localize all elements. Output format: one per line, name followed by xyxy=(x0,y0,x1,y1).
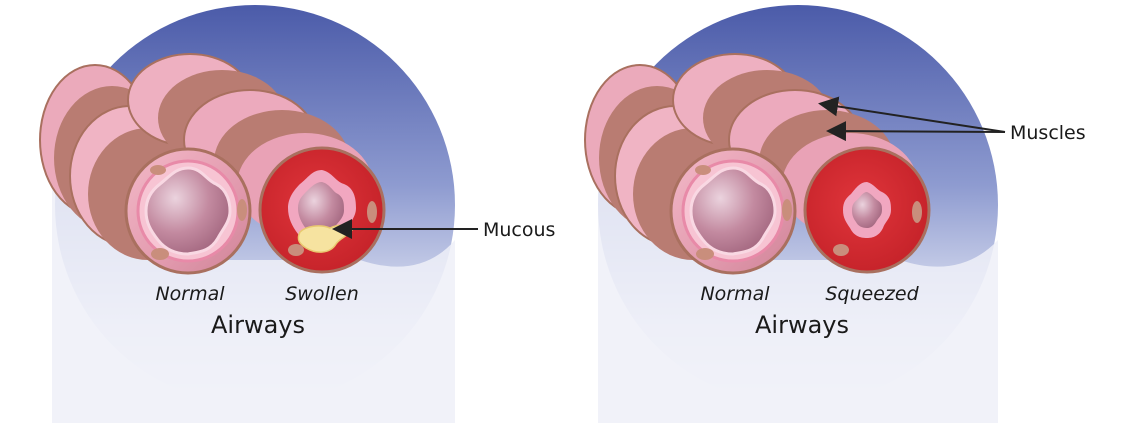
airway-normal-cross-section xyxy=(124,147,252,275)
airway-swollen-cross-section xyxy=(258,146,386,274)
panel-squeezed: Normal Squeezed Airways xyxy=(584,5,998,423)
label-normal: Normal xyxy=(155,283,225,305)
label-normal: Normal xyxy=(700,283,770,305)
callout-muscles: Muscles xyxy=(818,96,1086,144)
label-mucous: Mucous xyxy=(483,219,555,241)
normal-lumen xyxy=(144,166,232,256)
muscles-pointer-upper xyxy=(818,96,1006,133)
label-squeezed: Squeezed xyxy=(825,283,919,305)
label-muscles: Muscles xyxy=(1010,122,1086,144)
airway-squeezed-cross-section xyxy=(803,146,931,274)
label-swollen: Swollen xyxy=(285,283,359,305)
caption-airways: Airways xyxy=(755,311,849,339)
airway-normal-cross-section xyxy=(669,147,797,275)
muscles-pointer-lower xyxy=(826,121,1006,142)
normal-lumen xyxy=(689,166,777,256)
caption-airways: Airways xyxy=(211,311,305,339)
panel-swollen: Normal Swollen Airways xyxy=(39,5,455,423)
callout-mucous: Mucous xyxy=(332,219,555,241)
